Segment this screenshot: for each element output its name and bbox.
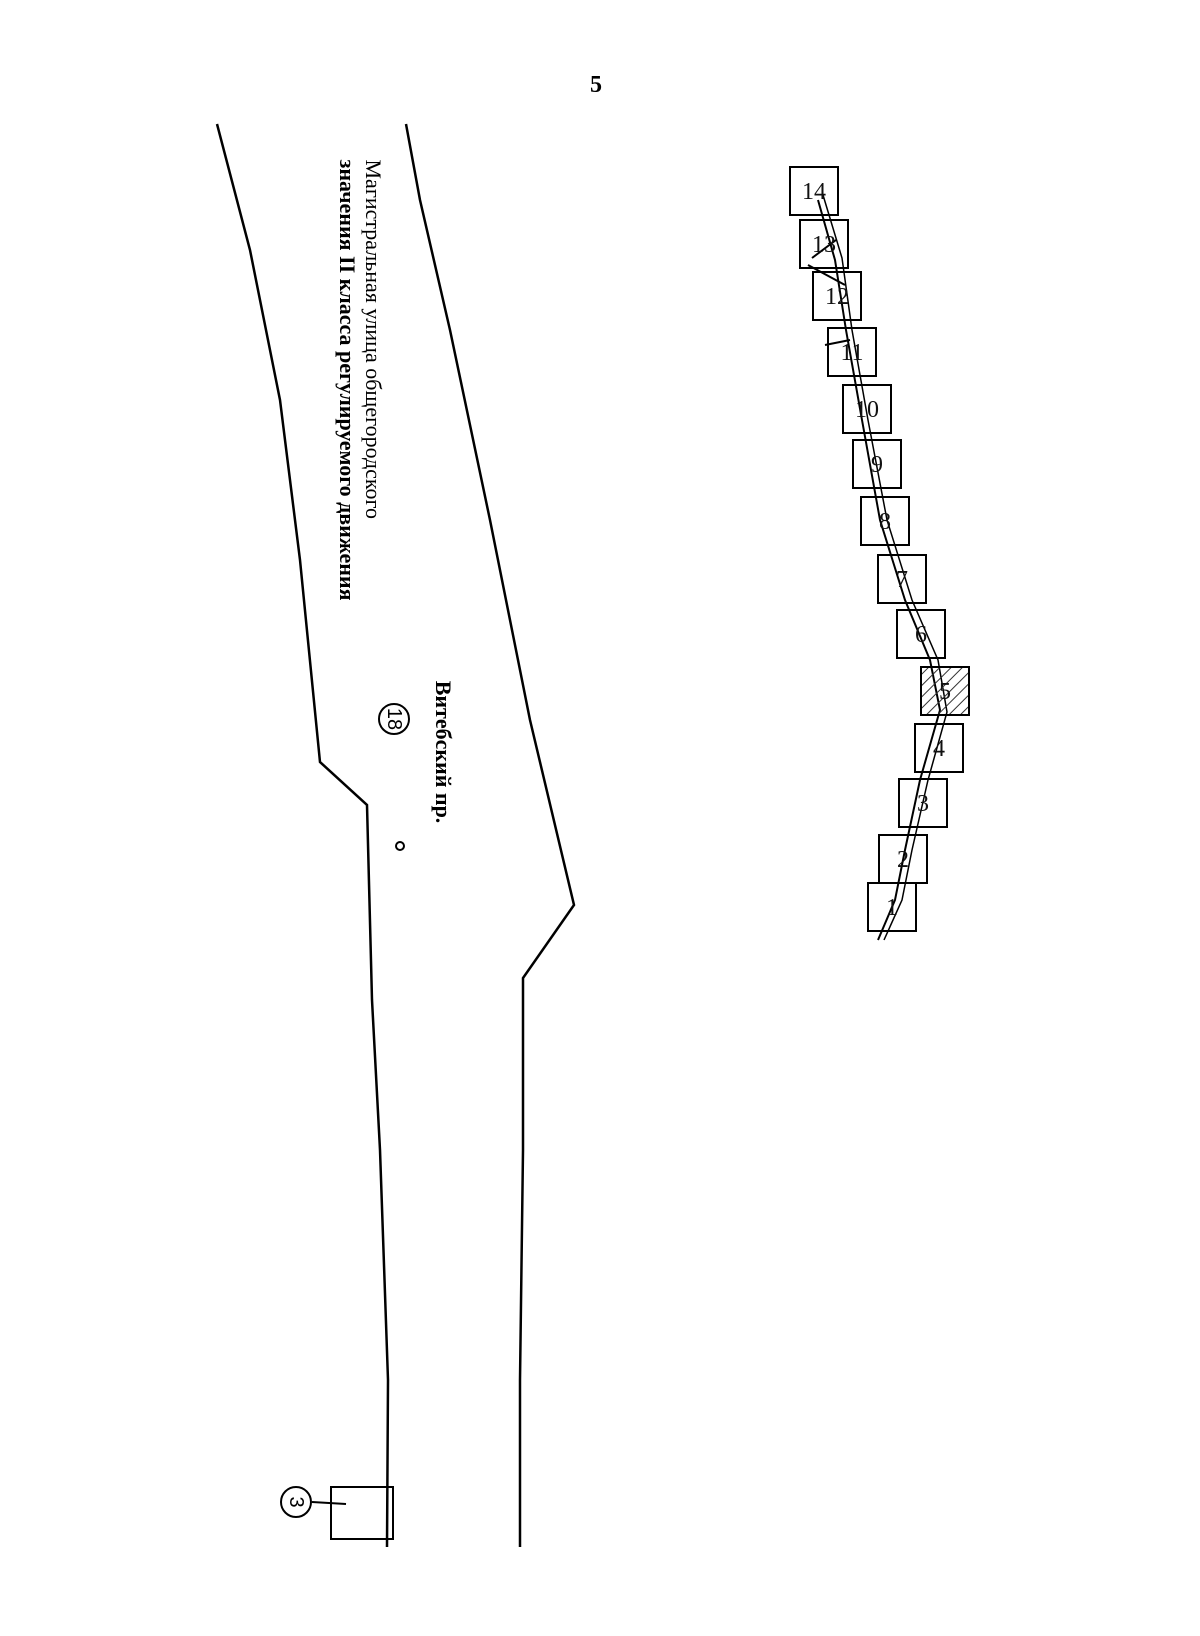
index-tile-4 [914,723,964,773]
index-tile-label-10: 10 [855,397,879,423]
callout-18: 18 [378,703,410,735]
street-class-line-2: значения II класса регулируемого движени… [335,159,360,601]
index-route-line-b [822,194,948,941]
page-number: 5 [590,72,602,98]
callout-3: 3 [280,1486,312,1518]
index-tile-label-7: 7 [896,567,908,593]
index-tile-label-11: 11 [840,340,863,366]
index-tile-label-14: 14 [802,179,826,205]
street-name-label: Витебский пр. [431,680,456,824]
index-tile-3 [898,778,948,828]
point-marker [395,841,405,851]
index-tile-label-13: 13 [812,232,836,258]
index-tile-7 [877,554,927,604]
road-edge-left [215,123,390,1548]
index-tile-12 [812,271,862,321]
index-tile-9 [852,439,902,489]
index-tile-label-5: 5 [939,679,951,705]
index-tile-label-2: 2 [897,847,909,873]
index-tile-label-6: 6 [915,622,927,648]
index-tile-5 [920,666,970,716]
index-tile-14 [789,166,839,216]
index-tile-11 [827,327,877,377]
index-tile-label-12: 12 [825,284,849,310]
road-edge-right [404,123,576,1547]
index-tile-10 [842,384,892,434]
callout-3-leader [311,1501,347,1505]
index-tile-label-3: 3 [917,791,929,817]
building-outline [330,1486,394,1540]
street-class-label: Магистральная улица общегородского значе… [334,160,386,601]
index-tile-13 [799,219,849,269]
index-tile-label-9: 9 [871,452,883,478]
index-tile-1 [867,882,917,932]
index-tile-8 [860,496,910,546]
street-class-line-1: Магистральная улица общегородского [361,159,386,519]
index-tile-label-8: 8 [879,509,891,535]
index-route-line-a [817,199,942,941]
index-tile-6 [896,609,946,659]
index-tile-label-4: 4 [933,736,945,762]
index-map-tiles: 14 13 12 11 10 9 8 7 6 5 4 3 2 1 [789,166,970,932]
index-tile-label-1: 1 [886,895,898,921]
